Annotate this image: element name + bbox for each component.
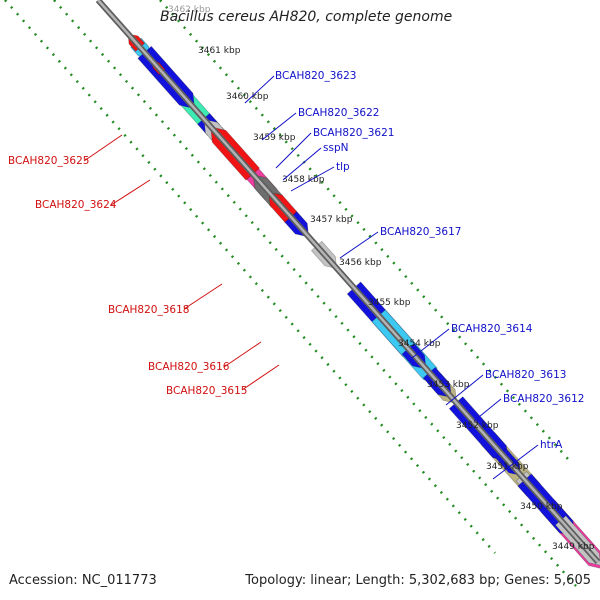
kbp-tick-label: 3453 kbp bbox=[427, 380, 470, 390]
topology-text: Topology: linear; Length: 5,302,683 bp; … bbox=[245, 573, 591, 588]
kbp-tick-label: 3449 kbp bbox=[552, 542, 595, 552]
genome-backbone bbox=[95, 0, 600, 564]
gene-label-reverse: BCAH820_3625 bbox=[8, 155, 89, 167]
kbp-tick-label: 3452 kbp bbox=[456, 421, 499, 431]
tick-track bbox=[53, 0, 577, 587]
gene-label-forward: BCAH820_3614 bbox=[451, 323, 533, 335]
gene-arrow-edge bbox=[554, 515, 600, 566]
gene-label-forward: BCAH820_3622 bbox=[298, 107, 379, 119]
gene-label-forward: sspN bbox=[323, 142, 348, 154]
gene-arrow-edge bbox=[401, 342, 427, 370]
leader-line bbox=[290, 166, 335, 192]
gene-arrow-edge bbox=[310, 240, 338, 269]
gene-arrow-edge bbox=[127, 33, 146, 52]
leader-line bbox=[492, 444, 539, 480]
kbp-tick-label: 3462 kbp bbox=[168, 5, 211, 15]
tick-labels: 3462 kbp 3461 kbp 3460 kbp 3459 kbp 3458 kbp… bbox=[168, 5, 595, 552]
gene-label-forward: htrA bbox=[540, 439, 563, 451]
tick-track bbox=[159, 0, 569, 460]
leader-line bbox=[339, 231, 379, 259]
leader-line bbox=[241, 364, 280, 391]
gene-arrow-edge bbox=[137, 45, 196, 110]
leader-line bbox=[223, 341, 262, 368]
leader-line bbox=[411, 328, 450, 359]
kbp-tick-label: 3457 kbp bbox=[310, 215, 353, 225]
tick-track bbox=[4, 0, 496, 554]
kbp-tick-label: 3461 kbp bbox=[198, 46, 241, 56]
backbone-highlight bbox=[97, 0, 599, 563]
gene-arrow-edge bbox=[422, 366, 452, 399]
label-leaders bbox=[83, 75, 539, 480]
gene-label-forward: BCAH820_3621 bbox=[313, 127, 394, 139]
leader-line bbox=[83, 134, 123, 162]
gene-label-forward: tlp bbox=[336, 161, 350, 173]
gene-label-reverse: BCAH820_3615 bbox=[166, 385, 247, 397]
kbp-tick-label: 3459 kbp bbox=[253, 133, 296, 143]
leader-line bbox=[110, 179, 151, 206]
kbp-tick-label: 3451 kbp bbox=[486, 462, 529, 472]
kbp-tick-label: 3458 kbp bbox=[282, 175, 325, 185]
gene-label-reverse: BCAH820_3616 bbox=[148, 361, 230, 373]
leader-line bbox=[261, 112, 297, 141]
gene-label-forward: BCAH820_3613 bbox=[485, 369, 566, 381]
kbp-tick-label: 3456 kbp bbox=[339, 258, 382, 268]
gene-label-forward: BCAH820_3623 bbox=[275, 70, 356, 82]
leader-line bbox=[275, 132, 312, 169]
leader-line bbox=[445, 374, 484, 406]
map-title: Bacillus cereus AH820, complete genome bbox=[160, 9, 453, 25]
leader-line bbox=[183, 283, 223, 310]
kbp-tick-label: 3460 kbp bbox=[226, 92, 269, 102]
leader-line bbox=[244, 75, 275, 104]
gene-label-reverse: BCAH820_3624 bbox=[35, 199, 117, 211]
leader-line bbox=[473, 398, 502, 422]
gene-arrow-edge bbox=[210, 126, 260, 181]
gene-label-reverse: BCAH820_3618 bbox=[108, 304, 189, 316]
gene-label-forward: BCAH820_3612 bbox=[503, 393, 584, 405]
leader-line bbox=[282, 147, 322, 181]
kbp-tick-label: 3455 kbp bbox=[368, 298, 411, 308]
kbp-tick-label: 3450 kbp bbox=[520, 502, 563, 512]
kbp-tick-label: 3454 kbp bbox=[398, 339, 441, 349]
gene-label-forward: BCAH820_3617 bbox=[380, 226, 461, 238]
tick-tracks bbox=[4, 0, 577, 587]
accession-text: Accession: NC_011773 bbox=[9, 573, 157, 588]
gene-arrow-edge bbox=[268, 191, 298, 223]
